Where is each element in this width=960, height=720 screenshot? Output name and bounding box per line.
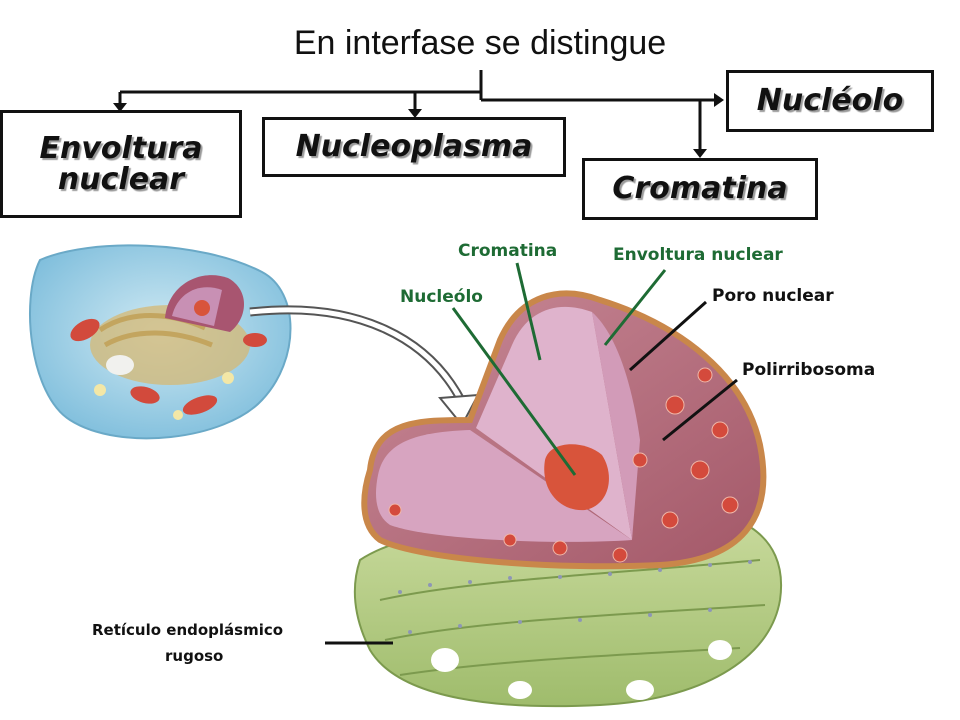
box-envoltura-label: Envoltura nuclear — [39, 130, 203, 197]
box-cromatina: Cromatina — [582, 158, 818, 220]
label-polirribosoma: Polirribosoma — [742, 360, 876, 380]
nucleus-cutaway — [361, 290, 767, 570]
box-nucleolo-label: Nucléolo — [756, 83, 904, 119]
box-nucleoplasma-label: Nucleoplasma — [295, 129, 533, 165]
label-poro-nuclear: Poro nuclear — [712, 286, 834, 306]
label-cromatina: Cromatina — [458, 241, 558, 261]
box-cromatina-label: Cromatina — [612, 171, 788, 207]
black-leaders — [325, 300, 738, 645]
arrow-to-nucleolo — [714, 93, 724, 107]
label-reticulo-line2: rugoso — [165, 647, 224, 665]
animal-cell-small — [29, 244, 292, 440]
diagram-title: En interfase se distingue — [293, 24, 667, 62]
box-nucleolo: Nucléolo — [726, 70, 934, 132]
label-reticulo-line1: Retículo endoplásmico — [92, 621, 284, 639]
arrow-to-envoltura — [113, 103, 127, 112]
box-envoltura-nuclear: Envoltura nuclear — [0, 110, 242, 218]
label-envoltura-nuclear: Envoltura nuclear — [613, 245, 783, 265]
box-nucleoplasma: Nucleoplasma — [262, 117, 566, 177]
label-nucleolo: Nucleólo — [400, 287, 483, 307]
connector-tree — [113, 70, 724, 158]
arrow-to-cromatina — [693, 149, 707, 158]
arrow-to-nucleoplasma — [408, 109, 422, 118]
green-leaders — [451, 262, 667, 476]
zoom-arrow — [249, 305, 480, 427]
